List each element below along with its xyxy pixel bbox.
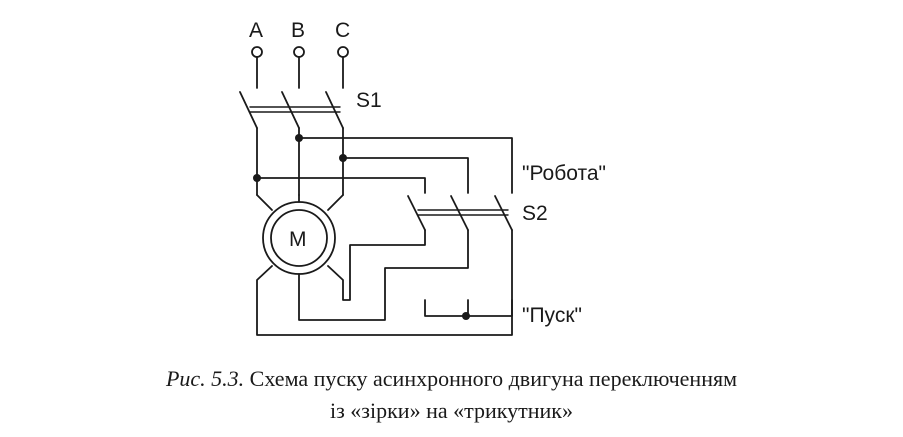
switch-s1-label: S1: [356, 89, 382, 112]
figure-caption-line-2: із «зірки» на «трикутник»: [0, 398, 903, 424]
junction-star-point: [462, 312, 470, 320]
terminal-b: [293, 46, 305, 58]
figure-caption-text-2: із «зірки» на «трикутник»: [330, 398, 573, 423]
terminal-a: [251, 46, 263, 58]
switch-s2-label: S2: [522, 202, 548, 225]
start-position-label: "Пуск": [522, 304, 582, 327]
junction-b: [295, 134, 303, 142]
motor-label: M: [289, 228, 307, 251]
junction-dots: [253, 134, 470, 320]
junction-a: [253, 174, 261, 182]
switch-s2: [407, 195, 513, 231]
figure-caption-text-1: Схема пуску асинхронного двигуна переклю…: [249, 366, 738, 391]
motor-inner-ring: [270, 209, 328, 267]
terminal-c: [337, 46, 349, 58]
phase-terminals: [251, 46, 349, 89]
phase-label-a: A: [249, 19, 263, 42]
work-position-label: "Робота": [522, 162, 606, 185]
figure-caption-line-1: Рис. 5.3. Схема пуску асинхронного двигу…: [0, 366, 903, 392]
star-delta-start-circuit: A B C S1 "Робота" S2 M "Пуск": [239, 19, 606, 336]
phase-label-c: C: [335, 19, 350, 42]
switch-s1: [239, 91, 344, 129]
junction-c: [339, 154, 347, 162]
motor-leads: [256, 194, 344, 211]
phase-label-b: B: [291, 19, 305, 42]
figure-number: Рис. 5.3.: [165, 366, 245, 391]
